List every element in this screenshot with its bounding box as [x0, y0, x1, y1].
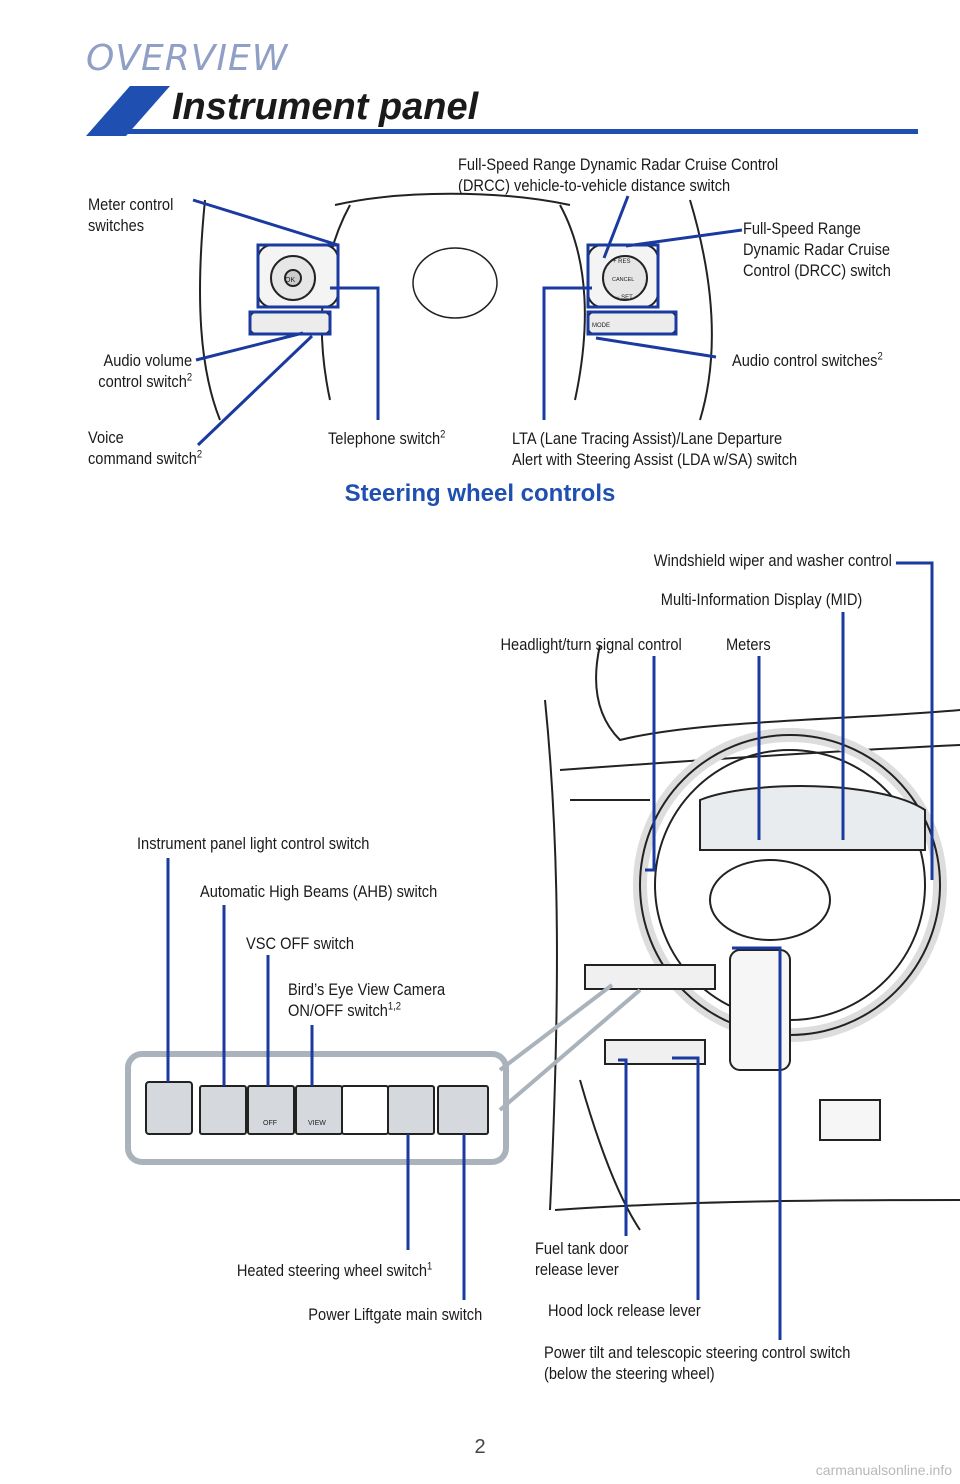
page-title: Instrument panel [172, 86, 479, 128]
drcc-distance-label: Full-Speed Range Dynamic Radar Cruise Co… [458, 155, 779, 195]
voice-command-label: Voice command switch2 [88, 428, 203, 468]
audio-control-label: Audio control switches2 [732, 350, 883, 370]
hood-release-label: Hood lock release lever [548, 1301, 701, 1320]
page-number: 2 [474, 1436, 486, 1458]
audio-volume-label: Audio volume control switch2 [98, 351, 192, 391]
wiper-control-label: Windshield wiper and washer control [653, 551, 892, 570]
view-button-label: VIEW [308, 1120, 326, 1127]
telephone-label: Telephone switch2 [328, 428, 446, 448]
cancel-button-label: CANCEL [612, 277, 634, 283]
meter-control-label: Meter control switches [88, 195, 174, 235]
set-button-label: − SET [616, 295, 633, 301]
meters-label: Meters [726, 635, 771, 654]
res-button-label: + RES [613, 259, 631, 265]
lta-label: LTA (Lane Tracing Assist)/Lane Departure… [512, 429, 798, 469]
birdseye-camera-label: Bird’s Eye View Camera ON/OFF switch1,2 [288, 980, 446, 1020]
headlight-control-label: Headlight/turn signal control [500, 635, 682, 654]
mode-button-label: MODE [592, 323, 610, 329]
title-banner [86, 86, 918, 136]
ok-button-label: OK [285, 277, 295, 284]
drcc-switch-label: Full-Speed Range Dynamic Radar Cruise Co… [743, 219, 891, 280]
dash-callout-lines [166, 561, 934, 1340]
ahb-switch-label: Automatic High Beams (AHB) switch [200, 882, 438, 901]
mid-label: Multi-Information Display (MID) [660, 590, 862, 609]
steering-callout-lines [192, 195, 743, 447]
steering-wheel-illustration: OK + RES CANCEL − SET MODE [192, 192, 743, 447]
tilt-telescopic-label: Power tilt and telescopic steering contr… [544, 1343, 851, 1383]
panel-light-switch-label: Instrument panel light control switch [137, 834, 370, 853]
vsc-off-switch-label: VSC OFF switch [246, 934, 355, 953]
steering-caption: Steering wheel controls [344, 480, 616, 507]
fuel-door-lever-label: Fuel tank door release lever [535, 1239, 629, 1279]
dashboard-illustration: OFF VIEW [125, 561, 960, 1340]
watermark: carmanualsonline.info [815, 1462, 952, 1478]
vsc-off-button-label: OFF [263, 1120, 277, 1127]
heated-wheel-label: Heated steering wheel switch1 [236, 1260, 432, 1280]
section-heading: OVERVIEW [86, 38, 289, 79]
power-liftgate-label: Power Liftgate main switch [308, 1305, 482, 1324]
